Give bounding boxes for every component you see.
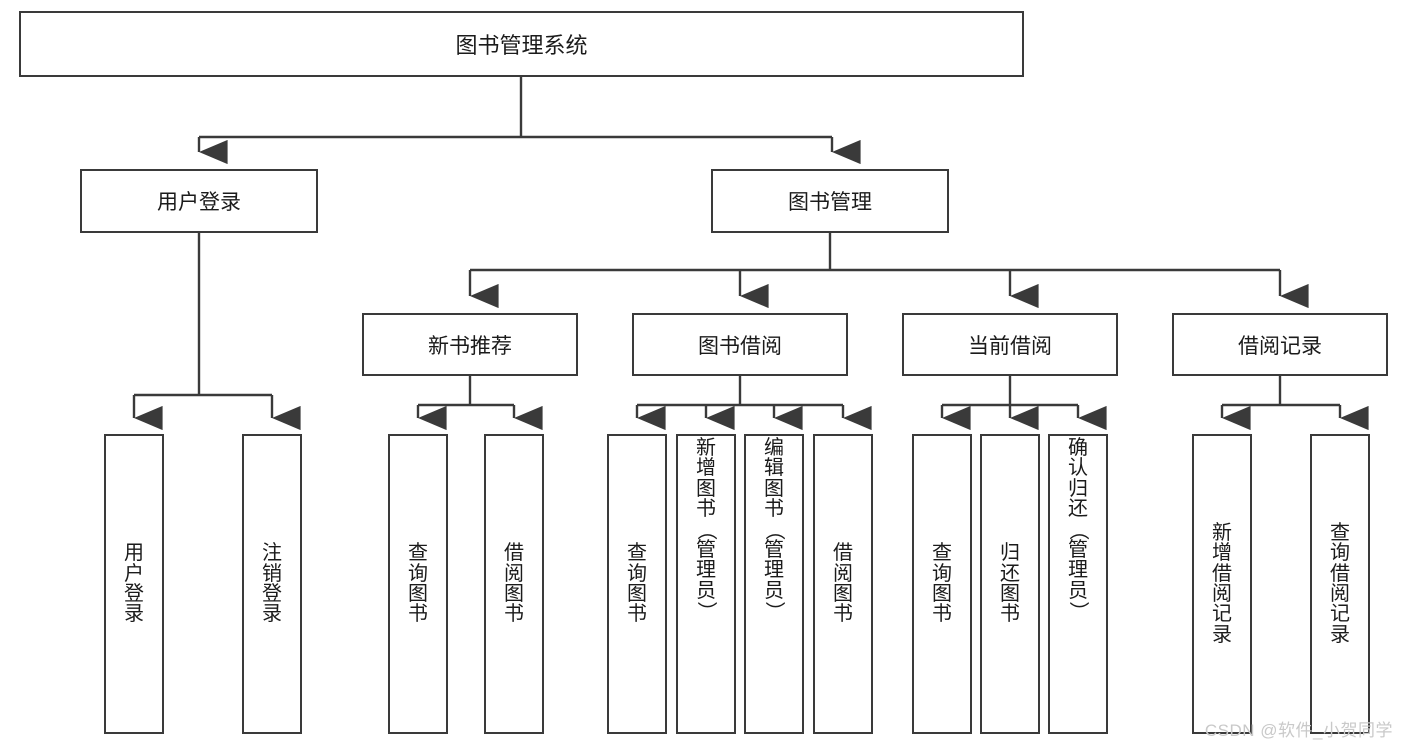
leaf-confirm-return-admin-label: 确认归还（管理员） xyxy=(1067,437,1090,622)
node-book-management[interactable]: 图书管理 xyxy=(711,169,949,233)
node-current-borrow-label: 当前借阅 xyxy=(968,334,1052,358)
leaf-user-login-label: 用户登录 xyxy=(124,542,144,626)
connector-book-manage-to-level3 xyxy=(468,233,1309,309)
leaf-add-book-admin-label: 新增图书（管理员） xyxy=(695,437,718,622)
leaf-confirm-return-admin[interactable]: 确认归还（管理员） xyxy=(1048,434,1108,734)
leaf-query-book-current[interactable]: 查询图书 xyxy=(912,434,972,734)
connector-new-book-to-leaves xyxy=(416,376,543,431)
node-user-login[interactable]: 用户登录 xyxy=(80,169,318,233)
leaf-return-book-label: 归还图书 xyxy=(1000,542,1020,626)
leaf-query-borrow-record[interactable]: 查询借阅记录 xyxy=(1310,434,1370,734)
node-root-book-management-system[interactable]: 图书管理系统 xyxy=(19,11,1024,77)
leaf-query-book-recommend-label: 查询图书 xyxy=(408,542,428,626)
leaf-borrow-book-recommend-label: 借阅图书 xyxy=(504,542,524,626)
node-book-management-label: 图书管理 xyxy=(788,191,872,214)
leaf-query-book-borrow[interactable]: 查询图书 xyxy=(607,434,667,734)
leaf-logout-label: 注销登录 xyxy=(262,542,282,626)
leaf-query-book-recommend[interactable]: 查询图书 xyxy=(388,434,448,734)
leaf-query-borrow-record-label: 查询借阅记录 xyxy=(1330,521,1350,646)
leaf-borrow-book-recommend[interactable]: 借阅图书 xyxy=(484,434,544,734)
node-borrow-record[interactable]: 借阅记录 xyxy=(1172,313,1388,376)
leaf-add-borrow-record-label: 新增借阅记录 xyxy=(1212,521,1232,646)
leaf-add-borrow-record[interactable]: 新增借阅记录 xyxy=(1192,434,1252,734)
node-book-borrow[interactable]: 图书借阅 xyxy=(632,313,848,376)
connector-root-to-level2 xyxy=(197,77,861,165)
connector-current-borrow-to-leaves xyxy=(940,376,1107,431)
leaf-logout[interactable]: 注销登录 xyxy=(242,434,302,734)
leaf-query-book-borrow-label: 查询图书 xyxy=(627,542,647,626)
leaf-borrow-book-label: 借阅图书 xyxy=(833,542,853,626)
node-user-login-label: 用户登录 xyxy=(157,191,241,214)
leaf-return-book[interactable]: 归还图书 xyxy=(980,434,1040,734)
node-root-label: 图书管理系统 xyxy=(455,33,588,58)
connector-user-login-to-leaves xyxy=(132,233,301,431)
leaf-add-book-admin[interactable]: 新增图书（管理员） xyxy=(676,434,736,734)
node-book-borrow-label: 图书借阅 xyxy=(698,334,782,358)
node-current-borrow[interactable]: 当前借阅 xyxy=(902,313,1118,376)
node-borrow-record-label: 借阅记录 xyxy=(1238,334,1322,358)
leaf-user-login[interactable]: 用户登录 xyxy=(104,434,164,734)
node-new-book-recommend-label: 新书推荐 xyxy=(428,334,512,358)
leaf-query-book-current-label: 查询图书 xyxy=(932,542,952,626)
connector-borrow-record-to-leaves xyxy=(1220,376,1369,431)
leaf-edit-book-admin-label: 编辑图书（管理员） xyxy=(763,437,786,622)
node-new-book-recommend[interactable]: 新书推荐 xyxy=(362,313,578,376)
leaf-edit-book-admin[interactable]: 编辑图书（管理员） xyxy=(744,434,804,734)
connector-book-borrow-to-leaves xyxy=(635,376,872,431)
leaf-borrow-book[interactable]: 借阅图书 xyxy=(813,434,873,734)
